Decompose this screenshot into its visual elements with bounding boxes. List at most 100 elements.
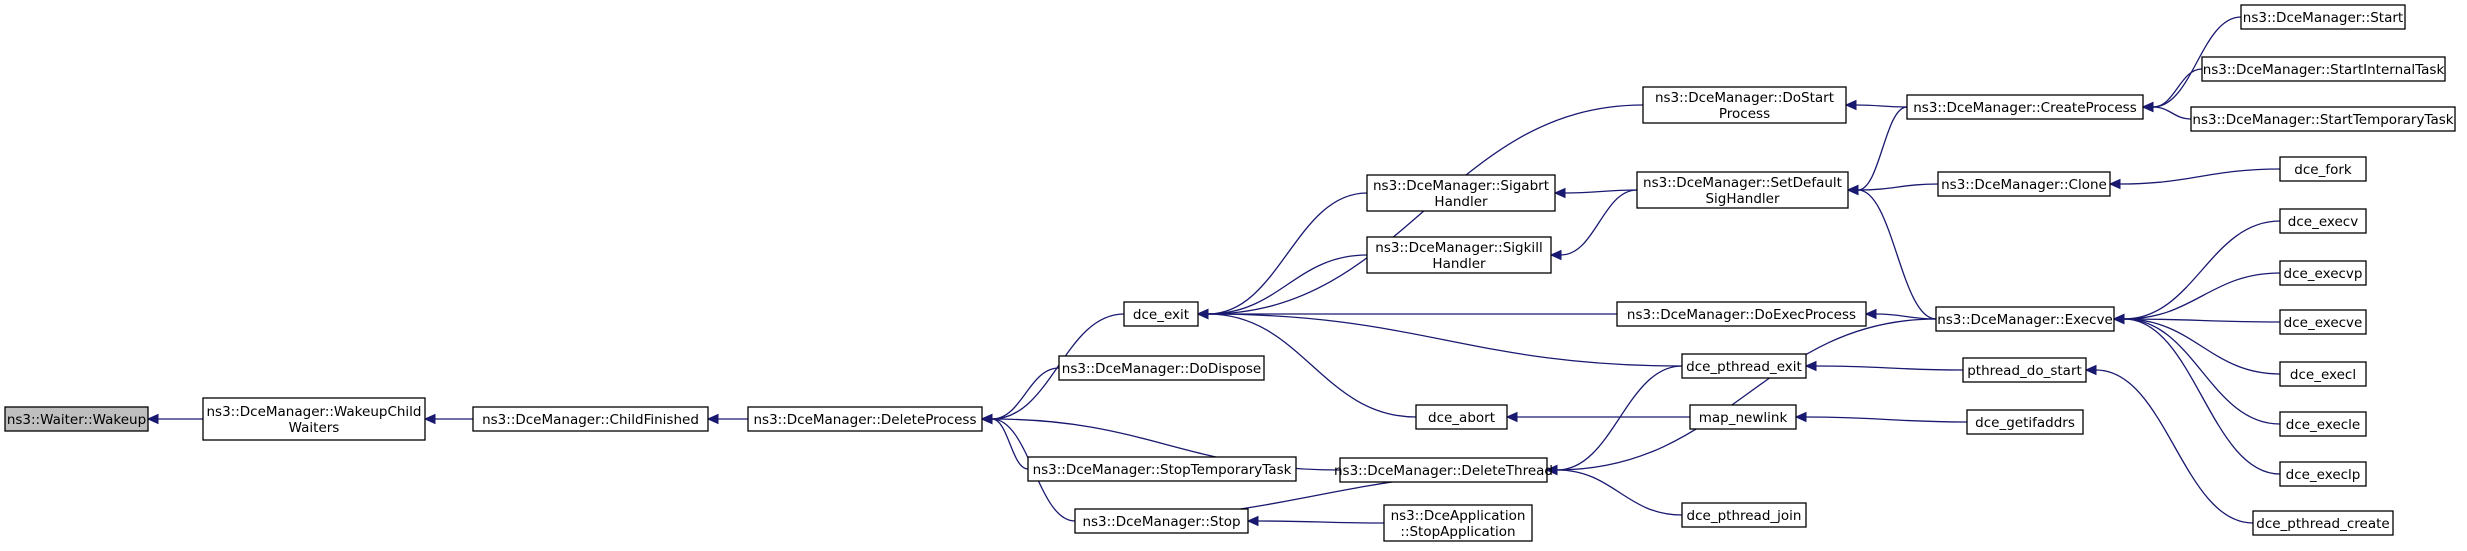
node-execve[interactable]: ns3::DceManager::Execve (1935, 306, 2115, 332)
node-start-internal-task[interactable]: ns3::DceManager::StartInternalTask (2201, 56, 2446, 82)
edge-line (2152, 68, 2203, 108)
node-start-temporary-task[interactable]: ns3::DceManager::StartTemporaryTask (2190, 106, 2456, 132)
arrowhead-icon (1804, 360, 1817, 372)
node-do-exec-process[interactable]: ns3::DceManager::DoExecProcess (1616, 301, 1867, 327)
node-dce-pthread-exit[interactable]: dce_pthread_exit (1681, 353, 1807, 379)
edge-line (991, 313, 1125, 420)
arrowhead-icon (1794, 411, 1807, 423)
node-label: dce_abort (1428, 410, 1495, 426)
edge-line (1857, 189, 1937, 320)
node-label: dce_execv (2288, 214, 2358, 230)
arrowhead-icon (1844, 99, 1857, 111)
node-box (2279, 208, 2367, 234)
node-box (1681, 502, 1807, 528)
node-dce-execv[interactable]: dce_execv (2279, 208, 2367, 234)
edge-dce-execlp-to-execve (2112, 313, 2281, 475)
node-label: Waiters (289, 420, 340, 436)
edge-line (1556, 318, 1937, 471)
node-label: ns3::DceManager::DoDispose (1062, 361, 1261, 377)
node-box (1642, 86, 1847, 124)
node-dce-pthread-create[interactable]: dce_pthread_create (2252, 510, 2394, 536)
edge-map-newlink-to-dce-abort (1505, 411, 1691, 423)
node-label: Handler (1434, 194, 1488, 210)
edge-dce-pthread-create-to-pthread-do-start (2084, 364, 2254, 524)
node-box (1027, 456, 1297, 482)
arrowhead-icon (1545, 464, 1558, 476)
node-delete-process[interactable]: ns3::DceManager::DeleteProcess (747, 406, 983, 432)
edge-dce-pthread-exit-to-delete-thread (1545, 365, 1683, 476)
edge-line (1207, 313, 1683, 367)
node-dce-getifaddrs[interactable]: dce_getifaddrs (1966, 409, 2084, 435)
node-delete-thread[interactable]: ns3::DceManager::DeleteThread (1334, 457, 1553, 483)
edge-dce-execvp-to-execve (2112, 272, 2281, 325)
node-dce-abort[interactable]: dce_abort (1415, 404, 1508, 430)
edge-do-exec-process-to-dce-exit (1196, 308, 1617, 320)
node-dce-exit[interactable]: dce_exit (1123, 301, 1199, 327)
node-label: dce_execle (2286, 417, 2360, 433)
node-stop-temporary-task[interactable]: ns3::DceManager::StopTemporaryTask (1027, 456, 1297, 482)
edge-dce-pthread-join-to-delete-thread (1545, 464, 1683, 516)
node-dce-fork[interactable]: dce_fork (2279, 156, 2367, 182)
edge-line (2095, 369, 2254, 524)
edge-line (1560, 189, 1638, 256)
edge-do-dispose-to-delete-process (980, 367, 1060, 425)
edge-create-process-to-do-start-process (1844, 99, 1908, 111)
node-box (1966, 409, 2084, 435)
edge-child-finished-to-wakeup-child-waiters (423, 413, 473, 425)
node-box (1937, 171, 2111, 197)
node-waiter-wakeup[interactable]: ns3::Waiter::Wakeup (4, 406, 149, 432)
node-box (1366, 236, 1552, 274)
node-box (1366, 174, 1556, 212)
edge-dce-execv-to-execve (2112, 220, 2281, 325)
edge-stop-temporary-task-to-delete-process (980, 413, 1029, 470)
node-clone[interactable]: ns3::DceManager::Clone (1937, 171, 2111, 197)
node-box (2279, 361, 2367, 387)
arrowhead-icon (1505, 411, 1518, 423)
node-start[interactable]: ns3::DceManager::Start (2240, 4, 2406, 30)
node-label: dce_execl (2290, 367, 2356, 383)
edge-dce-fork-to-clone (2108, 168, 2281, 190)
node-pthread-do-start[interactable]: pthread_do_start (1962, 357, 2087, 383)
node-dce-execle[interactable]: dce_execle (2279, 411, 2367, 437)
node-box (1383, 504, 1533, 542)
node-map-newlink[interactable]: map_newlink (1689, 404, 1797, 430)
edge-dce-pthread-exit-to-dce-exit (1196, 308, 1683, 367)
node-dce-execve[interactable]: dce_execve (2279, 309, 2367, 335)
edge-set-default-sighandler-to-sigkill-handler (1549, 189, 1638, 261)
edge-line (2123, 318, 2281, 425)
node-dce-execl[interactable]: dce_execl (2279, 361, 2367, 387)
node-dce-execlp[interactable]: dce_execlp (2279, 461, 2367, 487)
edge-line (991, 367, 1060, 420)
arrowhead-icon (423, 413, 436, 425)
node-create-process[interactable]: ns3::DceManager::CreateProcess (1906, 94, 2144, 120)
node-dce-execvp[interactable]: dce_execvp (2279, 260, 2367, 286)
node-child-finished[interactable]: ns3::DceManager::ChildFinished (472, 406, 709, 432)
node-box (1415, 404, 1508, 430)
edge-line (1564, 189, 1638, 194)
node-dce-pthread-join[interactable]: dce_pthread_join (1681, 502, 1807, 528)
edge-line (1857, 183, 1939, 191)
node-label: dce_pthread_join (1687, 508, 1802, 524)
node-box (1058, 355, 1265, 381)
node-box (1339, 457, 1548, 483)
edge-execve-to-delete-thread (1545, 318, 1937, 476)
edge-line (2123, 318, 2281, 375)
node-stop[interactable]: ns3::DceManager::Stop (1074, 508, 1249, 534)
edge-execve-to-do-exec-process (1864, 308, 1937, 320)
node-label: dce_fork (2294, 162, 2352, 178)
edge-execve-to-set-default-sighandler (1846, 184, 1937, 320)
node-label: ::StopApplication (1400, 524, 1515, 540)
arrowhead-icon (1246, 515, 1259, 527)
node-do-dispose[interactable]: ns3::DceManager::DoDispose (1058, 355, 1265, 381)
edge-dce-getifaddrs-to-map-newlink (1794, 411, 1968, 423)
arrowhead-icon (2112, 313, 2125, 325)
node-label: ns3::DceManager::DoStart (1655, 90, 1834, 106)
node-stop-application[interactable]: ns3::DceApplication::StopApplication (1383, 504, 1533, 542)
node-box (1074, 508, 1249, 534)
